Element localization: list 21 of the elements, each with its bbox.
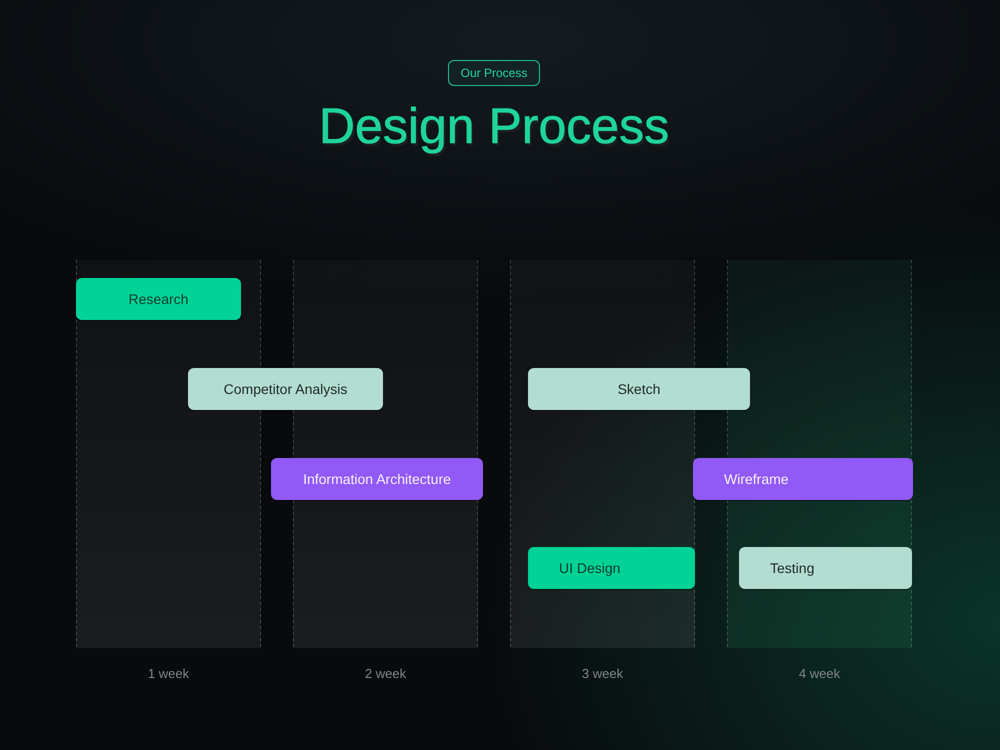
axis-label: 2 week: [364, 666, 406, 682]
task-label: Information Architecture: [303, 470, 451, 488]
axis-label: 3 week: [582, 666, 624, 682]
task-label: Sketch: [618, 380, 660, 398]
axis-label: 4 week: [798, 666, 840, 682]
task-bar: [528, 368, 750, 410]
title: Design Process: [318, 97, 670, 155]
task-label: Wireframe: [724, 470, 789, 488]
task-label: Competitor Analysis: [224, 380, 348, 398]
task-label: UI Design: [559, 560, 620, 576]
task-bar: [188, 368, 383, 410]
task-bar: [528, 547, 695, 589]
task-bar: [76, 278, 241, 320]
task-bar: [693, 458, 913, 500]
tag-badge: [448, 60, 540, 86]
task-label: Testing: [770, 560, 814, 576]
task-bar: [271, 458, 483, 500]
axis-label: 1 week: [148, 666, 190, 682]
task-bar: [739, 547, 912, 589]
task-label: Research: [128, 290, 188, 308]
tag-label: Our Process: [460, 66, 528, 80]
